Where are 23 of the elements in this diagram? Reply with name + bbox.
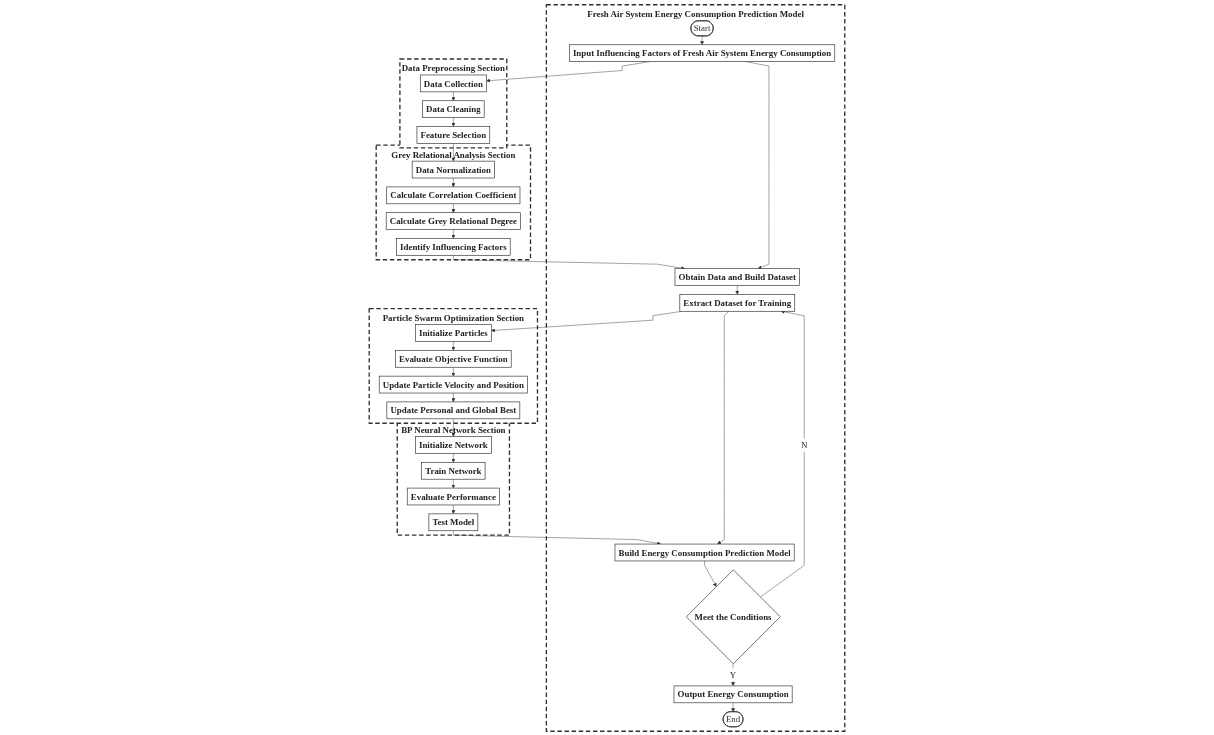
edge-label: Y [729, 669, 737, 680]
node-box: Update Particle Velocity and Position [378, 375, 528, 393]
node-box: Build Energy Consumption Prediction Model [614, 543, 795, 561]
node-box: Input Influencing Factors of Fresh Air System Energy Consumption [569, 43, 836, 62]
node-box: Feature Selection [416, 125, 491, 144]
node-box: Identify Influencing Factors [396, 237, 511, 256]
node-box: Data Normalization [411, 160, 495, 178]
node-box: Calculate Correlation Coefficient [386, 186, 521, 204]
node-box: Calculate Grey Relational Degree [385, 211, 521, 230]
node-box: Initialize Network [415, 435, 492, 454]
node-box: Train Network [421, 461, 486, 480]
edge-label: N [800, 439, 808, 450]
node-box: Output Energy Consumption [673, 685, 793, 703]
node-box: Obtain Data and Build Dataset [674, 267, 800, 286]
node-box: Initialize Particles [415, 323, 492, 342]
node-diamond: Meet the Conditions [686, 569, 781, 664]
node-box: Data Cleaning [422, 99, 485, 118]
node-box: Evaluate Performance [406, 487, 500, 505]
node-box: Update Personal and Global Best [386, 401, 521, 419]
node-box: Evaluate Objective Function [395, 349, 512, 368]
node-box: Extract Dataset for Training [679, 293, 796, 312]
node-box: Test Model [428, 513, 479, 531]
node-box: Data Collection [419, 74, 487, 92]
